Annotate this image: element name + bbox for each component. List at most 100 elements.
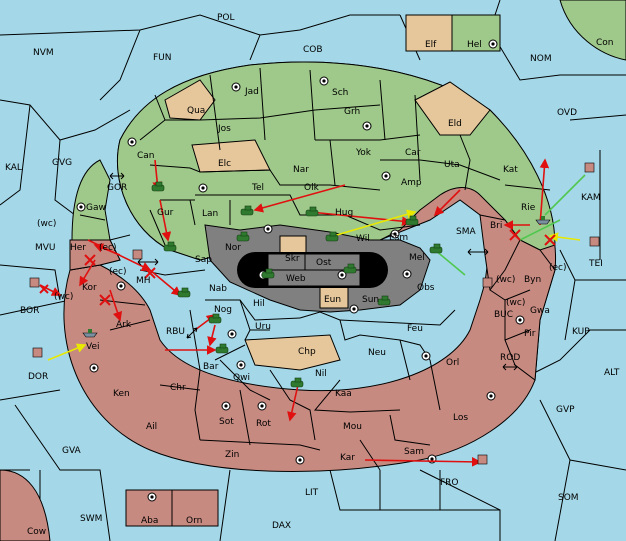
land-label-ken: Ken	[113, 389, 130, 399]
land-label-mou: Mou	[343, 422, 362, 432]
land-label-yok: Yok	[355, 148, 372, 158]
sea-label-pol: POL	[217, 13, 235, 23]
land-label-wc2: (wc)	[496, 275, 515, 285]
sea-label-con: Con	[596, 38, 614, 48]
land-label-nor: Nor	[225, 243, 241, 253]
sea-label-som: SOM	[558, 493, 579, 503]
sea-label-fro: FRO	[440, 478, 459, 488]
land-label-qua: Qua	[187, 106, 205, 116]
land-label-her: Her	[70, 243, 86, 253]
sea-label-kal: KAL	[5, 163, 22, 173]
land-label-wc3: (wc)	[54, 292, 73, 302]
land-label-wc4: (wc)	[506, 298, 525, 308]
land-label-sap: Sap	[195, 255, 212, 265]
land-label-uru: Uru	[255, 322, 271, 332]
land-label-pir: Pir	[524, 329, 536, 339]
land-label-car: Car	[405, 148, 421, 158]
land-label-gaw: Gaw	[86, 203, 106, 213]
land-label-sam: Sam	[404, 447, 424, 457]
land-labels: Elf Hel Jad Sch Qua Jos Grh Eld Can Elc …	[37, 40, 567, 526]
land-label-hel: Hel	[467, 40, 482, 50]
land-label-neu: Neu	[368, 348, 386, 358]
sea-label-nom: NOM	[530, 54, 552, 64]
sea-label-dax: DAX	[272, 521, 291, 531]
land-label-nar: Nar	[293, 165, 309, 175]
sea-label-lit: LIT	[305, 488, 319, 498]
sea-label-mh: MH	[136, 276, 151, 286]
sea-label-bor: BOR	[20, 306, 39, 316]
land-label-web: Web	[286, 274, 306, 284]
land-label-kar: Kar	[340, 453, 355, 463]
land-label-orl: Orl	[446, 358, 459, 368]
land-label-ail: Ail	[146, 422, 157, 432]
sea-label-ovd: OVD	[557, 108, 577, 118]
sea-label-mvu: MVU	[35, 243, 56, 253]
land-label-feu: Feu	[407, 324, 423, 334]
land-label-wc1: (wc)	[37, 219, 56, 229]
land-label-rot: Rot	[256, 419, 271, 429]
province-borders	[79, 67, 551, 471]
green-lines	[434, 174, 586, 276]
land-label-hug: Hug	[335, 208, 353, 218]
sea-label-rod: ROD	[500, 353, 520, 363]
order-arrows	[39, 158, 550, 467]
sea-label-alt: ALT	[604, 368, 620, 378]
land-label-gwa: Gwa	[530, 306, 550, 316]
province-eld[interactable]	[414, 81, 491, 136]
province-elf[interactable]	[405, 14, 453, 52]
sea-label-nvm: NVM	[33, 48, 54, 58]
land-label-elc: Elc	[218, 159, 231, 169]
province-qua[interactable]	[164, 79, 216, 121]
land-label-nog: Nog	[214, 305, 232, 315]
land-label-chr: Chr	[170, 383, 186, 393]
sea-label-kam: KAM	[581, 193, 601, 203]
land-label-tel: Tel	[251, 183, 264, 193]
adjacency-arrows	[109, 172, 518, 371]
land-label-jos: Jos	[217, 124, 231, 134]
land-label-wil: Wil	[356, 234, 370, 244]
land-label-elf: Elf	[425, 40, 437, 50]
sea-label-buc: BUC	[494, 310, 513, 320]
sea-label-fun: FUN	[153, 53, 172, 63]
sea-label-tei: TEI	[588, 259, 603, 269]
land-label-kor: Kor	[82, 283, 97, 293]
land-label-uta: Uta	[444, 160, 460, 170]
sea-label-gvg: GVG	[52, 158, 72, 168]
land-label-jad: Jad	[244, 87, 259, 97]
army-units	[151, 181, 443, 388]
cut-markers	[39, 229, 556, 306]
land-label-sch: Sch	[332, 88, 348, 98]
land-label-esm: Esm	[389, 233, 408, 243]
land-label-ec3: (ec)	[549, 263, 567, 273]
province-orn[interactable]	[171, 489, 219, 527]
land-label-chp: Chp	[298, 347, 316, 357]
land-label-skr: Skr	[285, 254, 300, 264]
sea-label-sma: SMA	[456, 227, 476, 237]
sea-label-gvp: GVP	[556, 405, 575, 415]
land-label-mel: Mel	[409, 253, 425, 263]
land-label-aba: Aba	[141, 516, 158, 526]
land-label-grh: Grh	[344, 107, 360, 117]
land-label-zin: Zin	[225, 450, 239, 460]
land-label-gur: Gur	[157, 208, 174, 218]
land-label-los: Los	[453, 413, 468, 423]
land-label-sot: Sot	[219, 417, 234, 427]
land-label-bar: Bar	[203, 362, 219, 372]
sea-label-swm: SWM	[80, 514, 102, 524]
land-label-ec2: (ec)	[109, 267, 127, 277]
province-chp[interactable]	[244, 334, 341, 371]
land-label-sun: Sun	[362, 295, 379, 305]
land-label-ark: Ark	[116, 320, 132, 330]
fleet-units	[82, 216, 551, 338]
land-label-obs: Obs	[417, 283, 435, 293]
land-label-eun: Eun	[324, 295, 341, 305]
land-label-kaa: Kaa	[335, 389, 352, 399]
land-label-rie: Rie	[521, 203, 536, 213]
support-arrows	[47, 209, 581, 361]
land-label-eld: Eld	[448, 119, 462, 129]
land-label-vei: Vei	[86, 342, 100, 352]
sea-label-gor: GOR	[107, 183, 127, 193]
sea-label-cob: COB	[303, 45, 323, 55]
land-label-hil: Hil	[253, 299, 265, 309]
